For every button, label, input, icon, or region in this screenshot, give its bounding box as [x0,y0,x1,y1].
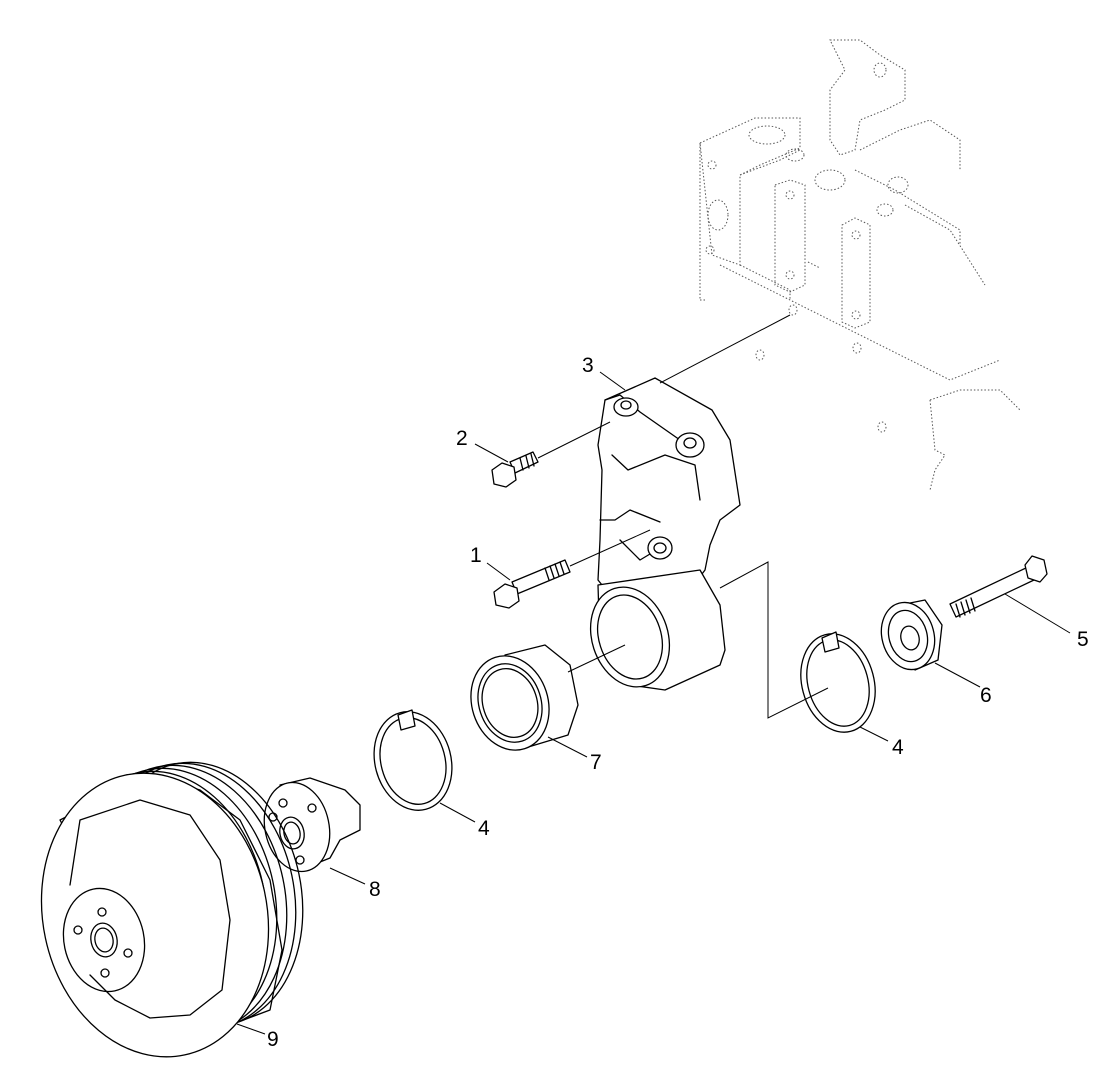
callout-1: 1 [470,544,482,567]
part-7-bushing [470,644,626,751]
callout-2: 2 [456,427,468,450]
callout-labels: 3 2 1 5 6 4 7 4 8 9 [267,354,1089,1051]
callout-4-left: 4 [478,817,490,840]
part-6-washer [880,599,943,671]
part-2-bolt [491,421,611,488]
callout-7: 7 [590,751,602,774]
part-4-circlip-left [373,709,453,811]
callout-3: 3 [582,354,594,377]
callout-leaders [236,371,1071,1035]
callout-8: 8 [369,878,381,901]
callout-6: 6 [980,684,992,707]
part-5-bolt [949,555,1048,618]
part-3-bracket [589,314,791,691]
engine-block-outline [699,39,1021,491]
part-9-pulley [40,761,304,1058]
part-8-hub [263,777,361,873]
part-4-circlip-right [719,561,876,733]
part-1-bolt [493,529,651,609]
callout-9: 9 [267,1028,279,1051]
callout-5: 5 [1077,628,1089,651]
callout-4-right: 4 [892,736,904,759]
